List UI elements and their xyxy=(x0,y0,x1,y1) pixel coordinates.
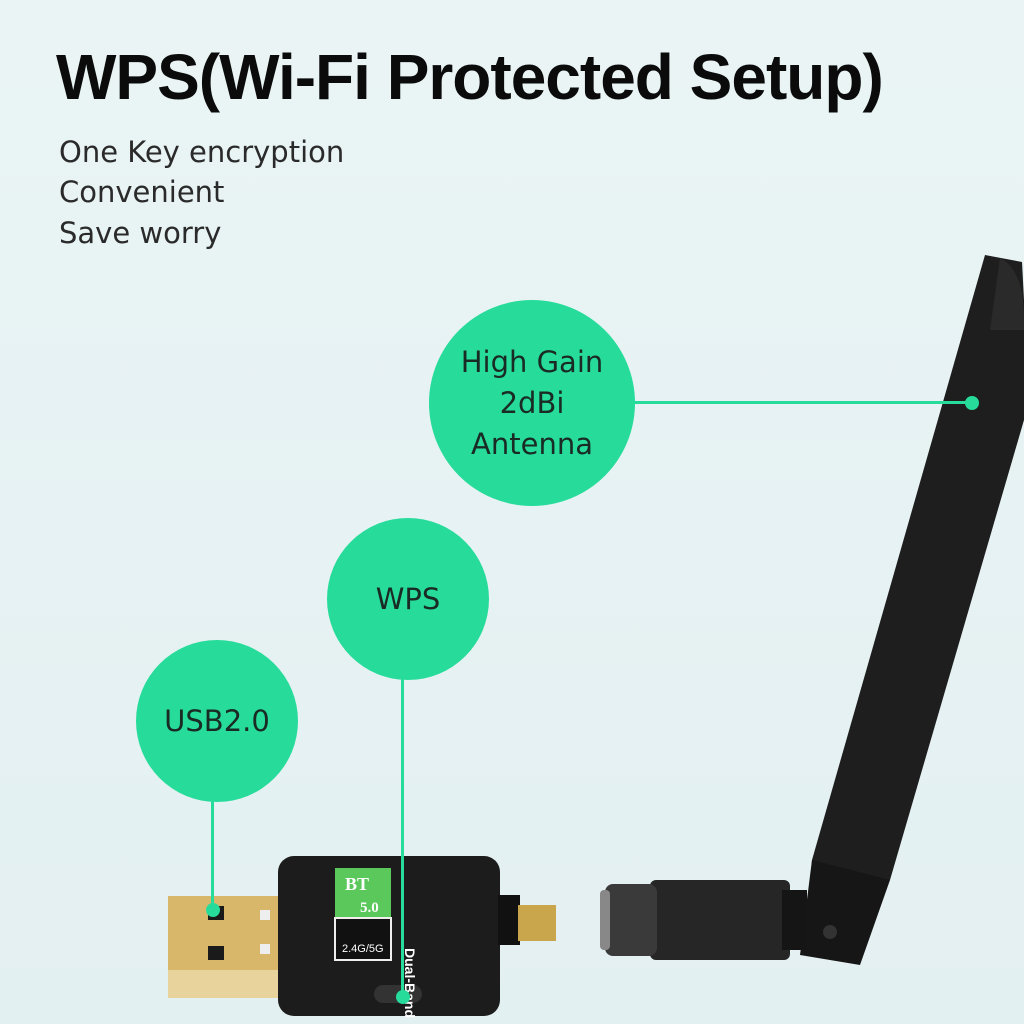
antenna-callout-line-1: High Gain xyxy=(460,344,604,379)
wps-callout: WPS xyxy=(327,518,489,680)
wps-leader-dot xyxy=(396,990,410,1004)
usb-callout: USB2.0 xyxy=(136,640,298,802)
antenna xyxy=(600,255,1024,965)
bands-label: 2.4G/5G xyxy=(342,943,384,955)
brand-label: Dual-Band xyxy=(402,948,418,1018)
feature-3: Save worry xyxy=(59,216,222,250)
antenna-callout-line-3: Antenna xyxy=(471,426,593,461)
antenna-callout: High Gain 2dBi Antenna xyxy=(429,300,635,506)
feature-2: Convenient xyxy=(59,175,225,209)
bt-label: BT xyxy=(345,874,369,894)
wps-leader-line xyxy=(401,670,404,998)
usb-leader-line xyxy=(211,795,214,910)
feature-1: One Key encryption xyxy=(59,135,345,169)
usb-dongle: BT 5.0 2.4G/5G Dual-Band xyxy=(168,856,556,1018)
usb-callout-label: USB2.0 xyxy=(164,703,270,738)
antenna-callout-line-2: 2dBi xyxy=(499,385,565,420)
page-title: WPS(Wi-Fi Protected Setup) xyxy=(56,41,884,113)
antenna-leader-line xyxy=(630,401,972,404)
usb-leader-dot xyxy=(206,903,220,917)
antenna-leader-dot xyxy=(965,396,979,410)
bt-version-label: 5.0 xyxy=(360,900,379,916)
wps-callout-label: WPS xyxy=(375,581,441,616)
